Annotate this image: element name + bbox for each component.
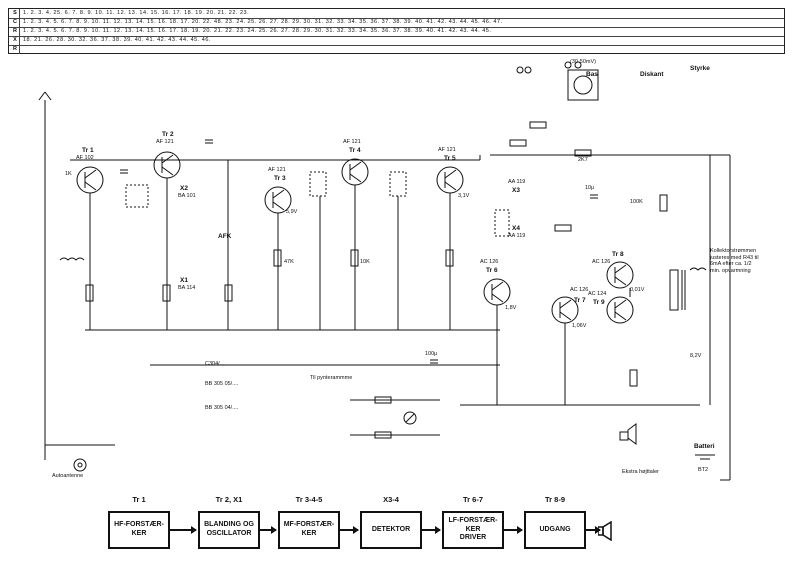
tr1-label: Tr 1 (82, 147, 94, 154)
tr7-type: AC 126 (570, 287, 589, 293)
tr2-type: AF 121 (156, 139, 174, 145)
x3-label: X3 (512, 187, 520, 194)
block-output: UDGANG (524, 511, 586, 549)
block-arrow (504, 526, 523, 534)
block-title-1: Tr 1 (132, 495, 146, 504)
legend-c: C304/.... (205, 361, 226, 367)
voltage-6: 8,2V (690, 353, 702, 359)
ref-row-s: S 1. 2. 3. 4. 25. 6. 7. 8. 9. 10. 11. 12… (9, 9, 784, 19)
tr7-label: Tr 7 (574, 297, 586, 304)
speaker-icon (598, 521, 612, 541)
bt2-label: BT2 (698, 467, 709, 473)
tr5-type: AF 121 (438, 147, 456, 153)
legend-bb2: BB 305 04/.... (205, 405, 239, 411)
block-label-4: DETEKTOR (371, 525, 411, 533)
tr6-type: AC 126 (480, 259, 499, 265)
x2-type: BA 101 (178, 193, 196, 199)
block-hf-amplifier: HF-FORSTÆR- KER (108, 511, 170, 549)
block-mixer-oscillator: BLANDING OG OSCILLATOR (198, 511, 260, 549)
block-if-amplifier: MF-FORSTÆR- KER (278, 511, 340, 549)
legend-bb1: BB 305 05/.... (205, 381, 239, 387)
r-value-5: 10K (360, 259, 370, 265)
pickup-label: Til pynterammme (310, 375, 353, 381)
ref-row-letter: S (11, 9, 20, 18)
r-value-1: 100K (630, 199, 643, 205)
block-label-5: LF-FORSTÆR- KER DRIVER (448, 516, 498, 542)
x4-label: X4 (512, 225, 520, 232)
tr8-label: Tr 8 (612, 251, 624, 258)
x1-type: BA 114 (178, 285, 196, 291)
block-detector: DETEKTOR (360, 511, 422, 549)
tr3-label: Tr 3 (274, 175, 286, 182)
c-value-2: 10μ (585, 185, 595, 191)
r-value-2: 1K (65, 171, 72, 177)
block-lf-driver: LF-FORSTÆR- KER DRIVER (442, 511, 504, 549)
tr4-type: AF 121 (343, 139, 361, 145)
x4-type: AA 119 (508, 233, 526, 239)
tr8-type: AC 126 (592, 259, 611, 265)
ref-row-numbers: 18. 21. 26. 28. 30. 32. 36. 37. 38. 39. … (23, 37, 211, 43)
bass-label: Bas (586, 71, 598, 78)
tr1-type: AF 102 (76, 155, 94, 161)
block-arrow (170, 526, 197, 534)
block-label-6: UDGANG (539, 525, 571, 533)
battery-label: Batteri (694, 443, 715, 450)
tr3-type: AF 121 (268, 167, 286, 173)
afk-label: AFK (218, 233, 232, 240)
tr9-label: Tr 9 (593, 299, 605, 306)
block-diagram: Tr 1 HF-FORSTÆR- KER Tr 2, X1 BLANDING O… (90, 495, 612, 557)
treble-label: Diskant (640, 71, 664, 78)
voltage-2: 3,1V (458, 193, 470, 199)
voltage-1: 5,9V (286, 209, 298, 215)
ref-row-empty: R (9, 45, 784, 54)
reference-table: S 1. 2. 3. 4. 25. 6. 7. 8. 9. 10. 11. 12… (8, 8, 785, 54)
tr4-label: Tr 4 (349, 147, 361, 154)
block-arrow (260, 526, 277, 534)
schematic: Tr 1 AF 102 Tr 2 AF 121 Tr 3 AF 121 Tr 4… (30, 59, 765, 490)
x2-label: X2 (180, 185, 188, 192)
collector-note: Kollektorstrømmen justeres med R43 til 6… (710, 248, 759, 274)
ref-row-letter: R (11, 27, 20, 36)
block-label-3: MF-FORSTÆR- KER (283, 521, 335, 537)
ref-row-numbers: 1. 2. 3. 4. 25. 6. 7. 8. 9. 10. 11. 12. … (23, 10, 250, 16)
ref-row-numbers: 1. 2. 3. 4. 5. 6. 7. 8. 9. 10. 11. 12. 1… (23, 19, 503, 25)
schematic-wiring (38, 61, 731, 481)
tr2-label: Tr 2 (162, 131, 174, 138)
block-title-2: Tr 2, X1 (215, 495, 243, 504)
ref-row-r: R 1. 2. 3. 4. 5. 6. 7. 8. 9. 10. 11. 12.… (9, 27, 784, 37)
antenna-label: Autoantenne (52, 473, 84, 479)
voltage-4: 1,06V (572, 323, 587, 329)
block-title-5: Tr 6-7 (462, 495, 483, 504)
tr9-type: AC 124 (588, 291, 607, 297)
volume-label: Styrke (690, 65, 710, 72)
ref-row-x: X 18. 21. 26. 28. 30. 32. 36. 37. 38. 39… (9, 36, 784, 46)
block-title-3: Tr 3-4-5 (295, 495, 323, 504)
block-title-4: X3-4 (383, 495, 399, 504)
voltage-3: 1,8V (505, 305, 517, 311)
tr6-label: Tr 6 (486, 267, 498, 274)
ref-row-letter: X (11, 36, 20, 45)
block-label-1: HF-FORSTÆR- KER (114, 521, 164, 537)
ref-row-c: C 1. 2. 3. 4. 5. 6. 7. 8. 9. 10. 11. 12.… (9, 18, 784, 28)
r-value-3: 47K (284, 259, 294, 265)
c-value-1: 100μ (425, 351, 438, 357)
speaker-label: Ekstra højttaler (622, 469, 659, 475)
ref-row-numbers: 1. 2. 3. 4. 5. 6. 7. 8. 9. 10. 11. 12. 1… (23, 28, 492, 34)
r-value-4: 2K7 (578, 157, 588, 163)
block-arrow (340, 526, 359, 534)
x3-type: AA 119 (508, 179, 526, 185)
x1-label: X1 (180, 277, 188, 284)
din-label: (30-50mV) (570, 59, 596, 65)
block-label-2: BLANDING OG OSCILLATOR (204, 521, 254, 537)
ref-row-letter: C (11, 18, 20, 27)
block-title-6: Tr 8-9 (544, 495, 565, 504)
tr5-label: Tr 5 (444, 155, 456, 162)
block-arrow (422, 526, 441, 534)
ref-row-letter: R (11, 45, 20, 54)
voltage-5: 0,01V (630, 287, 645, 293)
